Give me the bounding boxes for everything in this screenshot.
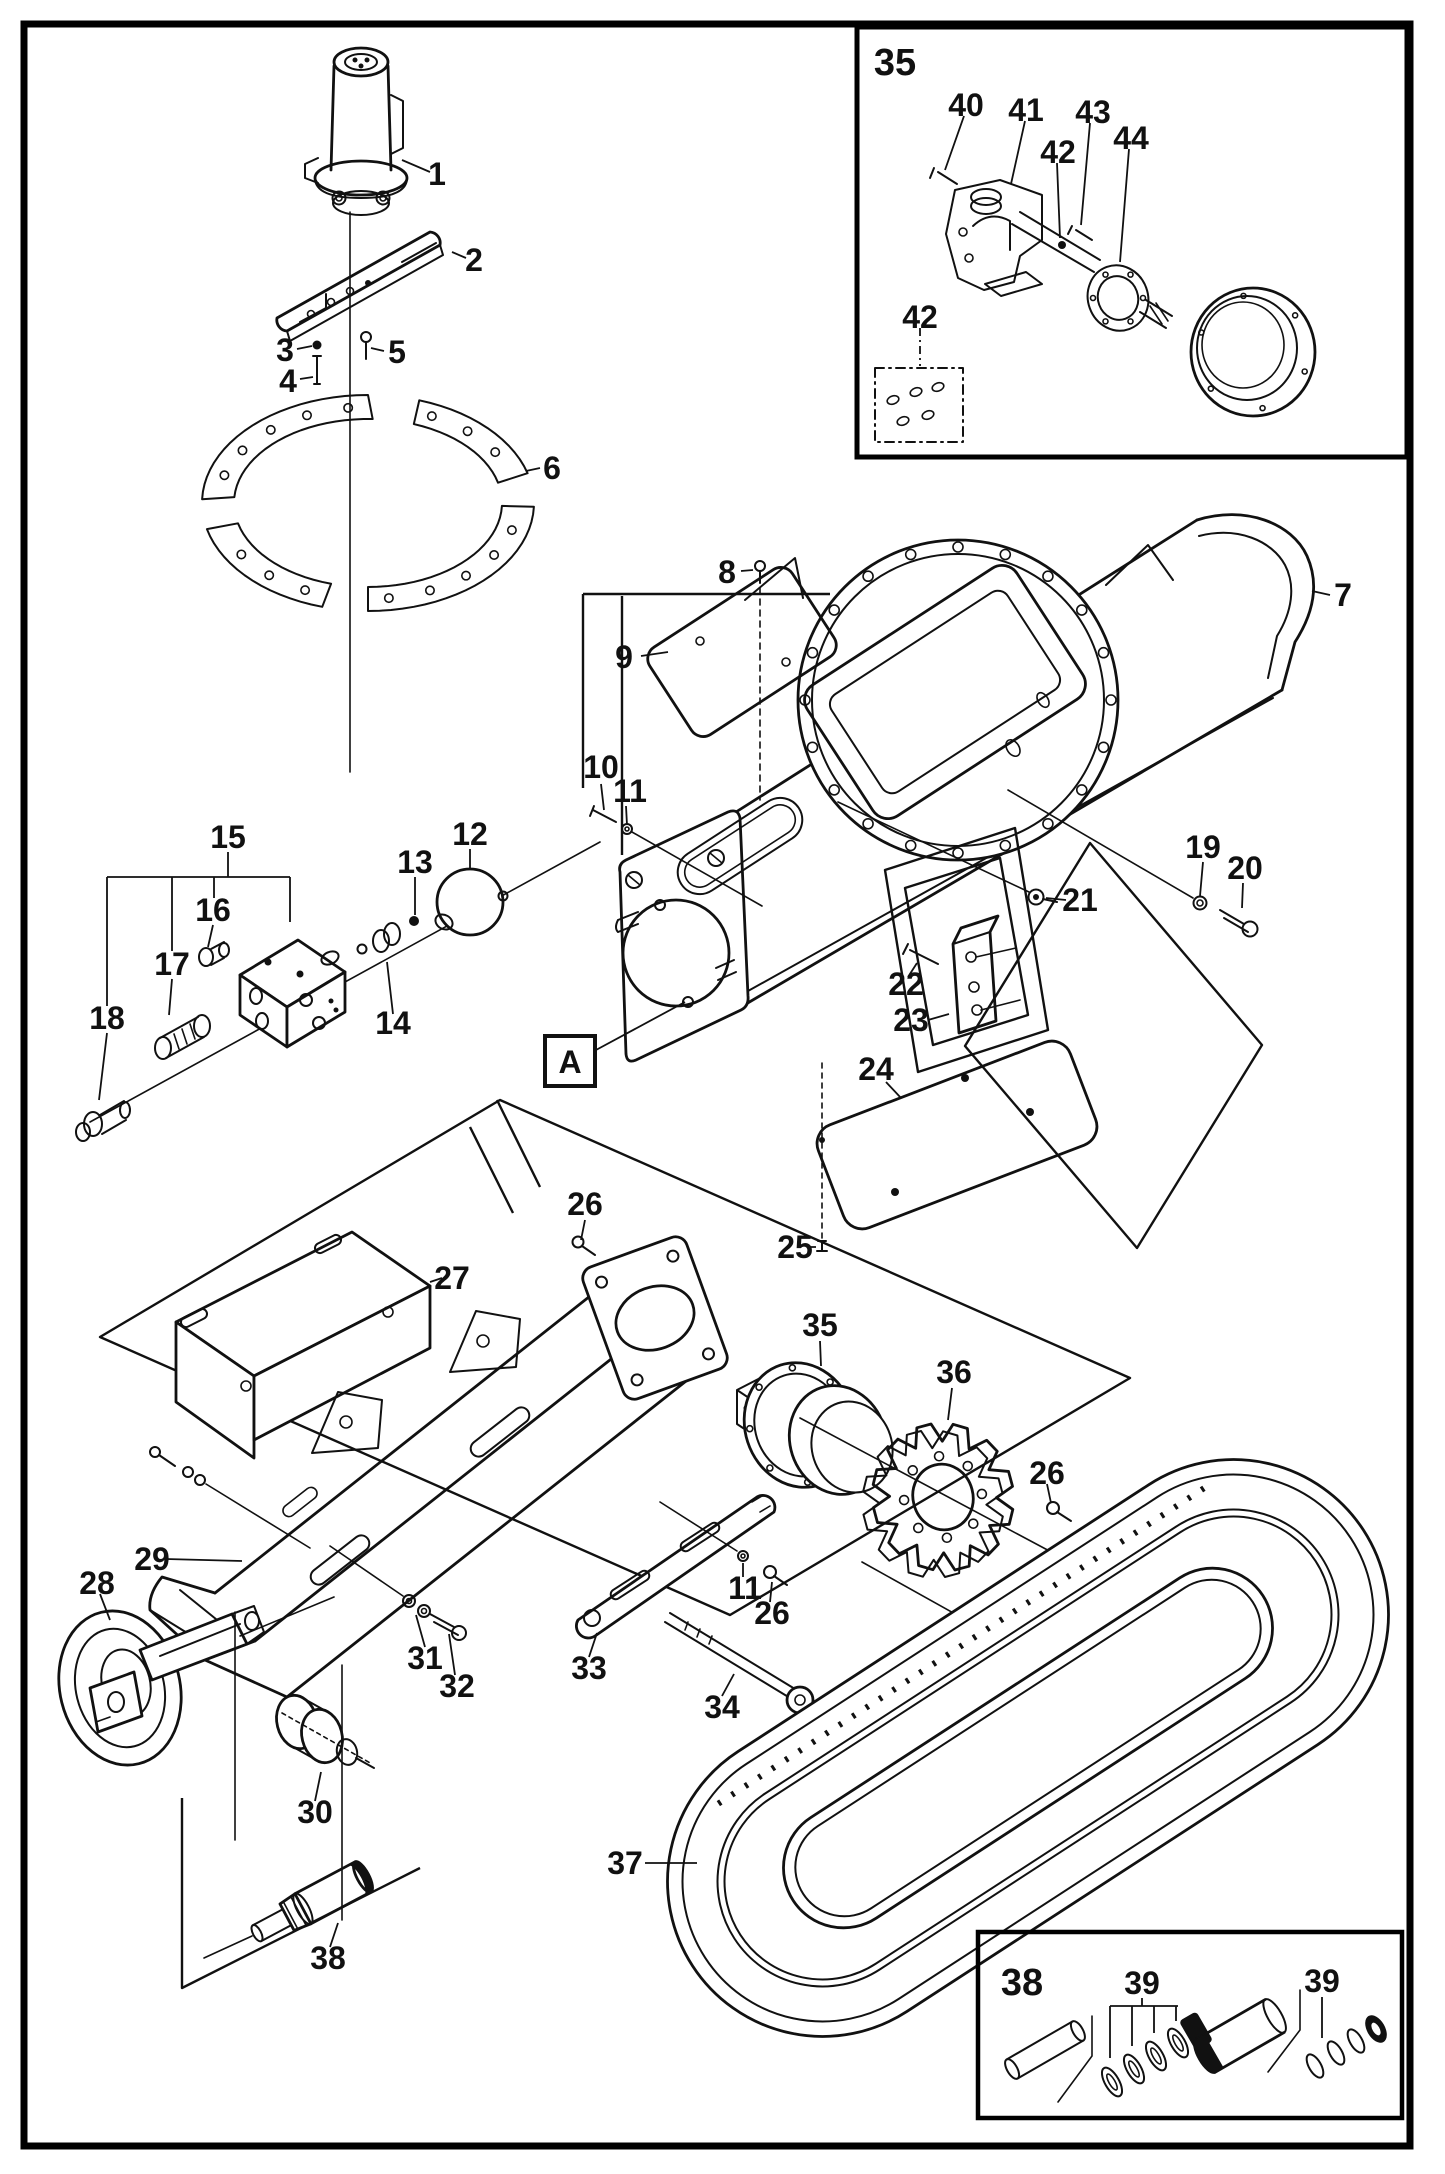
view-a-label: A (558, 1044, 581, 1080)
callout-14: 14 (375, 1005, 411, 1041)
callout-2: 2 (465, 242, 483, 278)
callout-26-c: 26 (754, 1595, 790, 1631)
callout-30: 30 (297, 1794, 333, 1830)
main-frame-group (581, 513, 1315, 1252)
rubber-track (666, 1458, 1390, 2038)
callout-10: 10 (583, 749, 619, 785)
callout-3: 3 (276, 332, 294, 368)
callout-labels: 1 2 3 4 5 6 7 8 9 10 11 12 13 14 15 16 1… (79, 42, 1352, 2004)
leader-lines (98, 159, 1331, 1948)
callout-18: 18 (89, 1000, 125, 1036)
callout-15: 15 (210, 819, 246, 855)
callout-24: 24 (858, 1051, 894, 1087)
inset-track-adjuster (975, 1929, 1405, 2121)
callout-41: 41 (1008, 92, 1044, 128)
callout-1: 1 (428, 156, 446, 192)
callout-11-a: 11 (613, 773, 647, 809)
callout-11-b: 11 (728, 1570, 762, 1606)
callout-16: 16 (195, 892, 231, 928)
callout-25: 25 (777, 1229, 813, 1265)
callout-9: 9 (615, 639, 633, 675)
track-frame-group (57, 1098, 1326, 1990)
callout-39-a: 39 (1124, 1965, 1160, 2001)
callout-5: 5 (388, 334, 406, 370)
inset-35-title: 35 (874, 42, 916, 84)
callout-20: 20 (1227, 850, 1263, 886)
callout-39-b: 39 (1304, 1963, 1340, 1999)
callout-43: 43 (1075, 94, 1111, 130)
callout-38-a: 38 (310, 1940, 346, 1976)
callout-37: 37 (607, 1845, 643, 1881)
callout-26-a: 26 (567, 1186, 603, 1222)
track-adjuster-cylinder (203, 1860, 374, 1959)
callout-23: 23 (893, 1002, 929, 1038)
callout-44: 44 (1113, 120, 1149, 156)
callout-12: 12 (452, 816, 488, 852)
callout-21: 21 (1062, 882, 1098, 918)
callout-13: 13 (397, 844, 433, 880)
callout-7: 7 (1334, 577, 1352, 613)
callout-29: 29 (134, 1541, 170, 1577)
callout-40: 40 (948, 87, 984, 123)
callout-31: 31 (407, 1640, 443, 1676)
callout-19: 19 (1185, 829, 1221, 865)
callout-42-b: 42 (902, 299, 938, 335)
callout-6: 6 (543, 450, 561, 486)
callout-36: 36 (936, 1354, 972, 1390)
callout-27: 27 (434, 1260, 470, 1296)
valve-accumulator-group (75, 841, 601, 1214)
callout-26-b: 26 (1029, 1455, 1065, 1491)
view-a-marker (543, 1001, 686, 1088)
callout-34: 34 (704, 1689, 740, 1725)
callout-32: 32 (439, 1668, 475, 1704)
callout-35-b: 35 (802, 1307, 838, 1343)
page-border (20, 20, 1414, 2150)
callout-28: 28 (79, 1565, 115, 1601)
callout-4: 4 (279, 363, 297, 399)
inset-38-title: 38 (1001, 1962, 1043, 2004)
callout-22: 22 (888, 966, 924, 1002)
swing-motor-group (201, 46, 535, 773)
inset-motor-drive (854, 24, 1410, 460)
callout-42-a: 42 (1040, 134, 1076, 170)
callout-8: 8 (718, 554, 736, 590)
callout-33: 33 (571, 1650, 607, 1686)
callout-17: 17 (154, 946, 190, 982)
